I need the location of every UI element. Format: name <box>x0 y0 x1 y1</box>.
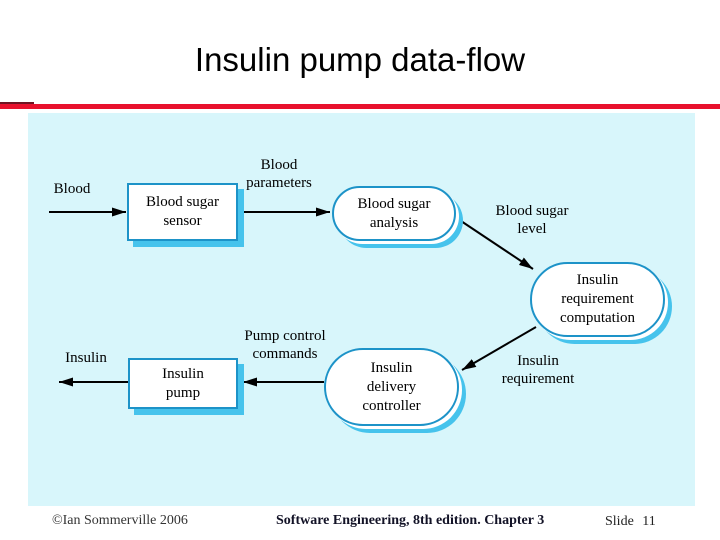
node-insulin-requirement-computation-label: Insulin requirement computation <box>560 272 635 326</box>
node-blood-sugar-analysis-label: Blood sugar analysis <box>357 195 431 231</box>
label-insulin-requirement: Insulin requirement <box>501 353 575 387</box>
node-blood-sugar-sensor-label: Blood sugar sensor <box>146 194 219 229</box>
label-pump-control-commands: Pump control commands <box>244 328 326 362</box>
label-insulin: Insulin <box>65 350 107 366</box>
node-blood-sugar-analysis: Blood sugar analysis <box>332 186 456 241</box>
node-blood-sugar-sensor: Blood sugar sensor <box>127 183 238 241</box>
node-insulin-delivery-controller-label: Insulin delivery controller <box>362 359 421 414</box>
footer-slide-number: Slide 11 <box>605 514 656 529</box>
node-insulin-delivery-controller: Insulin delivery controller <box>324 348 459 426</box>
slide-title: Insulin pump data-flow <box>194 41 526 78</box>
title-rule-red-line <box>0 104 720 109</box>
node-insulin-pump-label: Insulin pump <box>162 365 204 401</box>
title-rule <box>0 102 720 111</box>
footer-book-title: Software Engineering, 8th edition. Chapt… <box>276 513 545 528</box>
label-blood-parameters: Blood parameters <box>246 157 312 191</box>
node-insulin-requirement-computation: Insulin requirement computation <box>530 262 665 337</box>
footer-copyright: ©Ian Sommerville 2006 <box>52 513 188 528</box>
label-blood-sugar-level: Blood sugar level <box>495 203 569 237</box>
node-insulin-pump: Insulin pump <box>128 358 238 409</box>
label-blood: Blood <box>53 181 91 197</box>
